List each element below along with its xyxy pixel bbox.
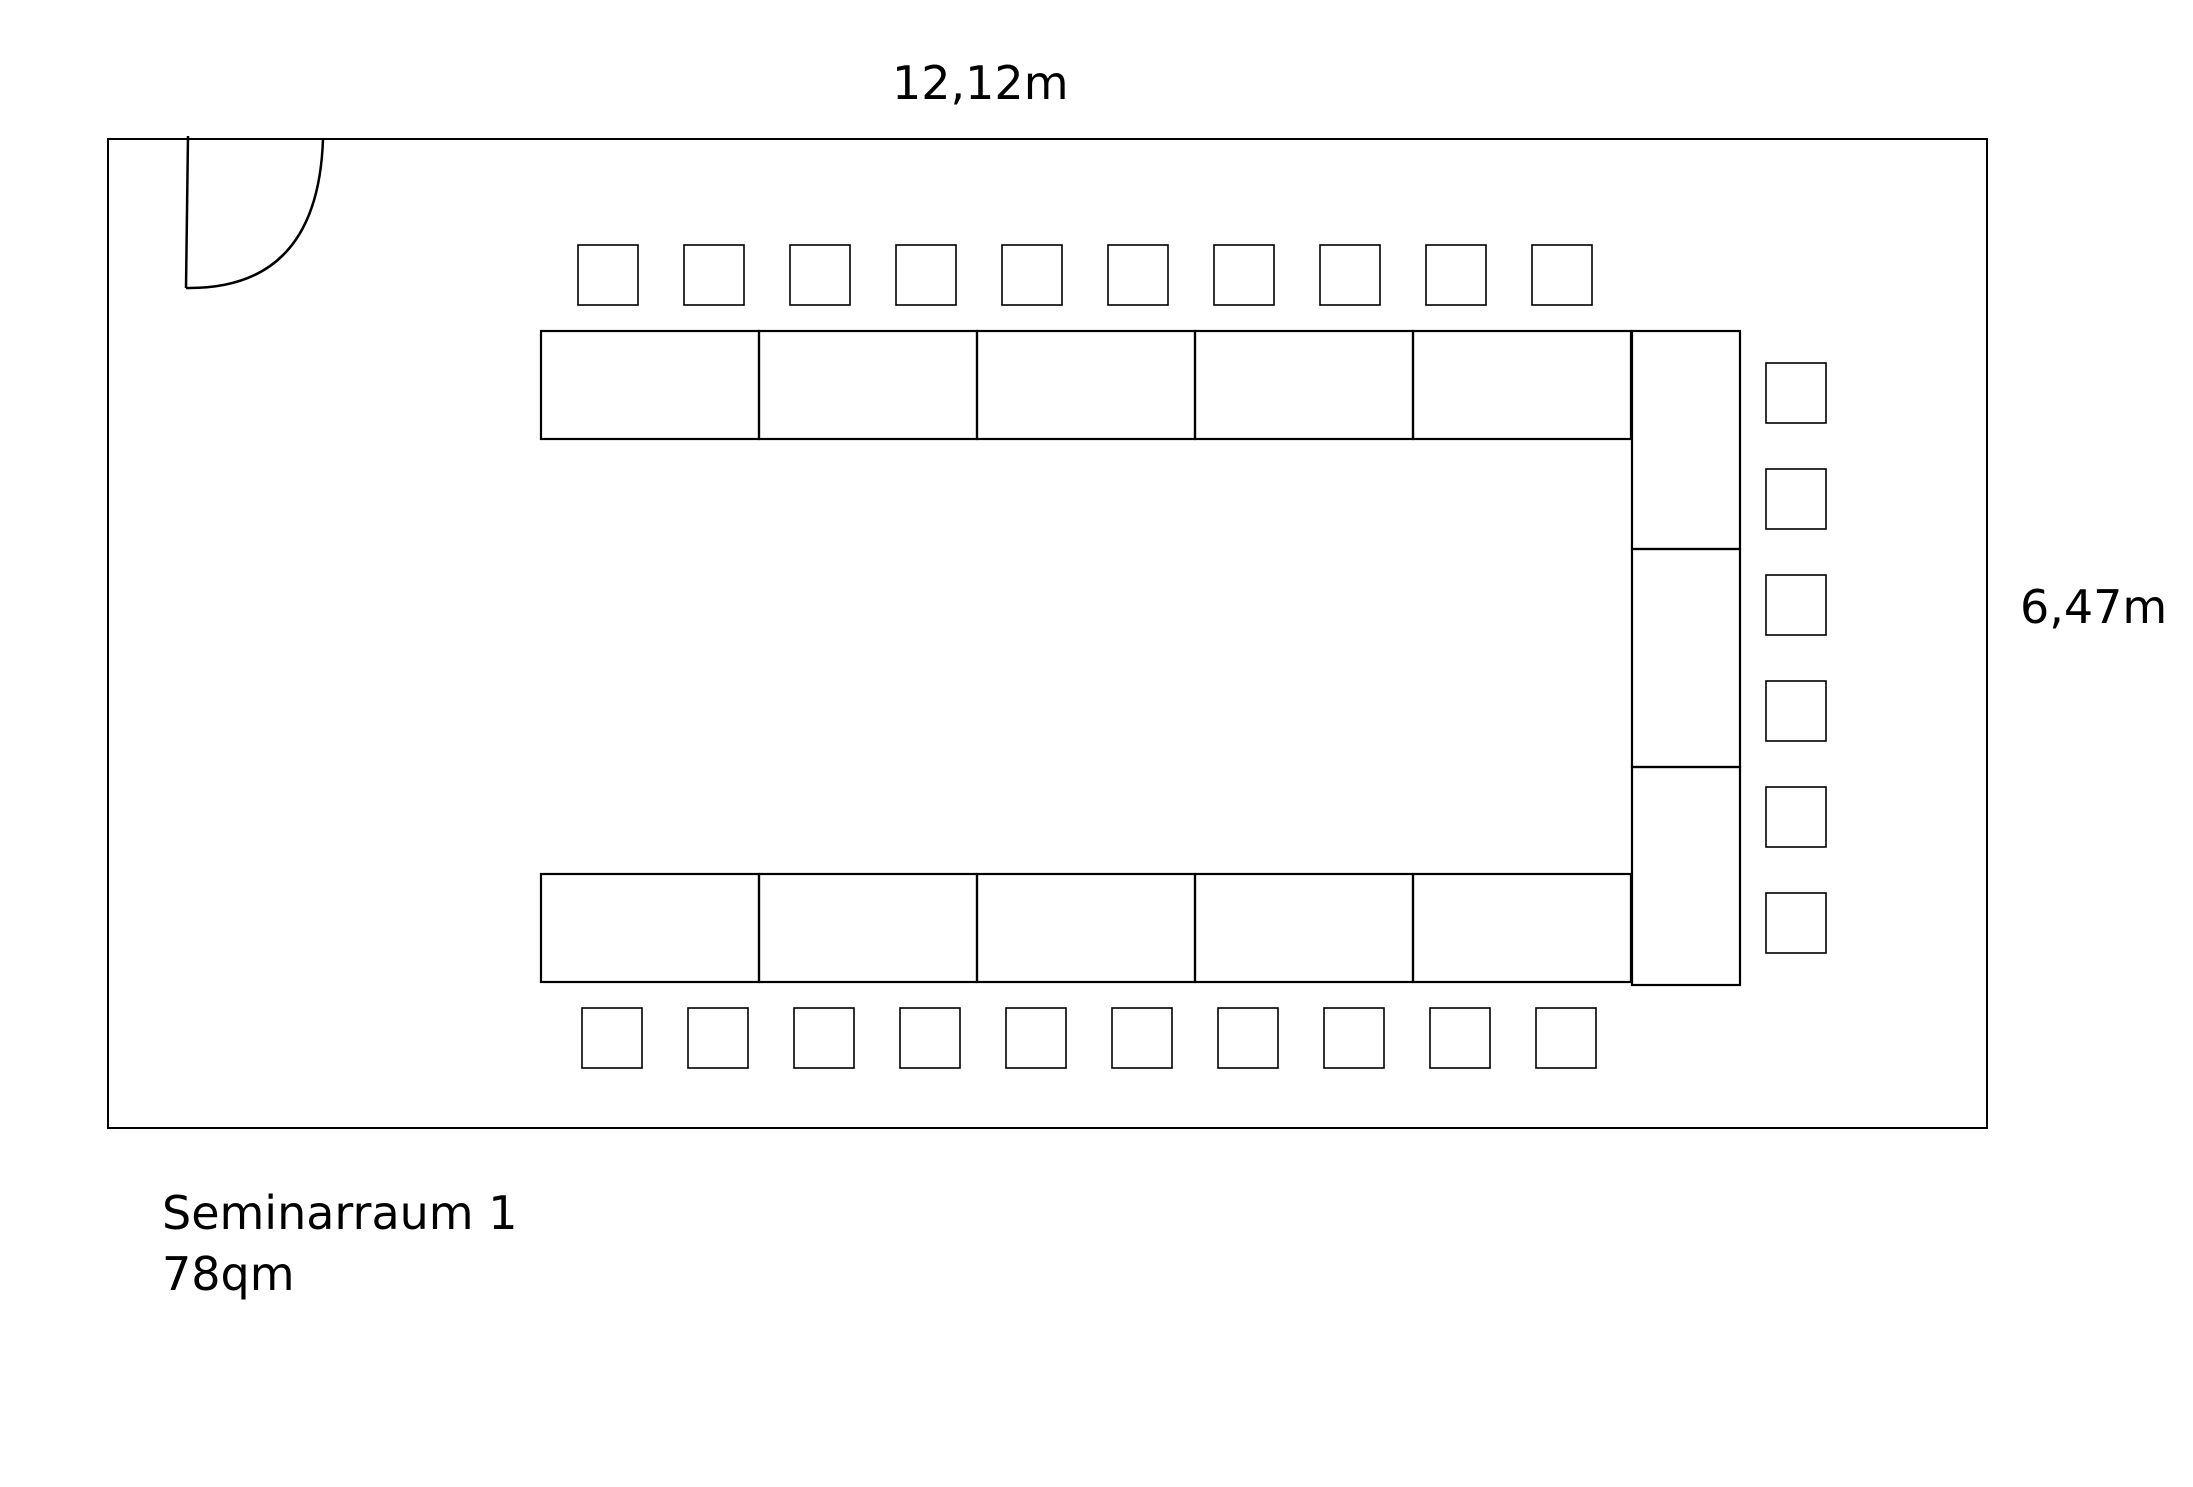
door-swing-arc (185, 138, 325, 290)
chair (1111, 1007, 1173, 1069)
room-height-label: 6,47m (2020, 580, 2168, 634)
room-outline (107, 138, 1988, 1129)
chair (1213, 244, 1275, 306)
chair (1217, 1007, 1279, 1069)
room-name: Seminarraum 1 (162, 1186, 518, 1240)
door (184, 135, 325, 290)
chair (895, 244, 957, 306)
table (1630, 765, 1742, 987)
door-leaf (184, 135, 190, 289)
chair (1531, 244, 1593, 306)
table (1193, 329, 1415, 441)
chair (1765, 362, 1827, 424)
chair (789, 244, 851, 306)
chair (1005, 1007, 1067, 1069)
chair (1001, 244, 1063, 306)
chair (1765, 468, 1827, 530)
tables (539, 329, 1742, 987)
chair (1107, 244, 1169, 306)
room-area: 78qm (162, 1247, 295, 1301)
table (1630, 329, 1742, 551)
chair (687, 1007, 749, 1069)
chair (793, 1007, 855, 1069)
chair (577, 244, 639, 306)
chair (1319, 244, 1381, 306)
table (539, 872, 761, 984)
room-width-label: 12,12m (892, 56, 1069, 110)
chair (1765, 892, 1827, 954)
table (1411, 872, 1633, 984)
table (975, 872, 1197, 984)
table (975, 329, 1197, 441)
table (757, 329, 979, 441)
chair (1323, 1007, 1385, 1069)
table (757, 872, 979, 984)
chairs (577, 244, 1827, 1069)
chair (1765, 574, 1827, 636)
chair (1429, 1007, 1491, 1069)
chair (1425, 244, 1487, 306)
chair (1765, 680, 1827, 742)
chair (581, 1007, 643, 1069)
chair (683, 244, 745, 306)
table (1630, 547, 1742, 769)
chair (1765, 786, 1827, 848)
chair (1535, 1007, 1597, 1069)
table (539, 329, 761, 441)
table (1411, 329, 1633, 441)
chair (899, 1007, 961, 1069)
table (1193, 872, 1415, 984)
